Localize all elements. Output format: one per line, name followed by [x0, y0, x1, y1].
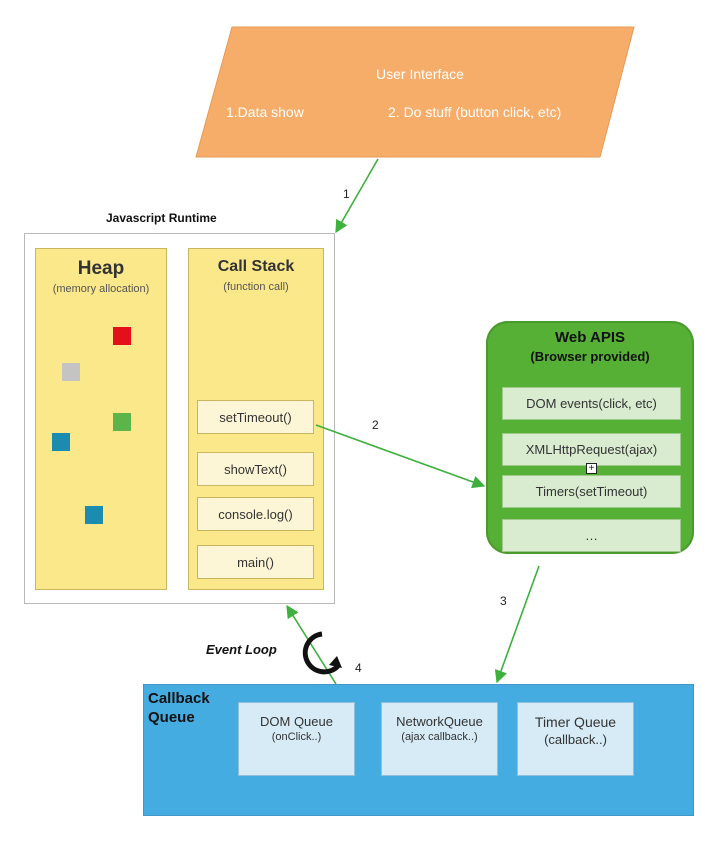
call-stack-title: Call Stack — [217, 258, 295, 275]
event-loop-label: Event Loop — [206, 642, 277, 657]
heap-subtitle: (memory allocation) — [52, 283, 150, 295]
ui-item-do-stuff: 2. Do stuff (button click, etc) — [388, 104, 562, 120]
timer-queue: Timer Queue (callback..) — [517, 702, 634, 776]
network-queue-detail: (ajax callback..) — [401, 731, 478, 743]
call-stack-subtitle: (function call) — [223, 281, 289, 293]
heap-panel — [35, 248, 167, 590]
stack-frame-showtext: showText() — [197, 452, 314, 486]
api-item-timers: Timers(setTimeout) — [502, 475, 681, 508]
plus-icon: + — [586, 463, 597, 474]
callback-queue-title: Callback Queue — [148, 690, 210, 726]
api-item-dom-events: DOM events(click, etc) — [502, 387, 681, 420]
runtime-title: Javascript Runtime — [106, 211, 217, 225]
dom-queue-name: DOM Queue — [260, 714, 333, 729]
heap-object-blue — [52, 433, 70, 451]
user-interface-title: User Interface — [376, 66, 464, 82]
stack-frame-console-log: console.log() — [197, 497, 314, 531]
web-apis-subtitle: (Browser provided) — [530, 349, 650, 364]
network-queue: NetworkQueue (ajax callback..) — [381, 702, 498, 776]
heap-title: Heap — [77, 258, 125, 279]
stack-frame-main: main() — [197, 545, 314, 579]
dom-queue-detail: (onClick..) — [271, 731, 322, 743]
stack-frame-settimeout: setTimeout() — [197, 400, 314, 434]
ui-item-data-show: 1.Data show — [226, 104, 304, 120]
network-queue-name: NetworkQueue — [396, 714, 483, 729]
heap-object-green — [113, 413, 131, 431]
timer-queue-detail: (callback..) — [544, 732, 607, 747]
api-item-more: … — [502, 519, 681, 552]
heap-object-blue — [85, 506, 103, 524]
heap-object-gray — [62, 363, 80, 381]
dom-queue: DOM Queue (onClick..) — [238, 702, 355, 776]
timer-queue-name: Timer Queue — [534, 714, 617, 730]
heap-object-red — [113, 327, 131, 345]
api-item-xmlhttprequest: XMLHttpRequest(ajax) — [502, 433, 681, 466]
web-apis-title: Web APIS — [554, 329, 625, 346]
